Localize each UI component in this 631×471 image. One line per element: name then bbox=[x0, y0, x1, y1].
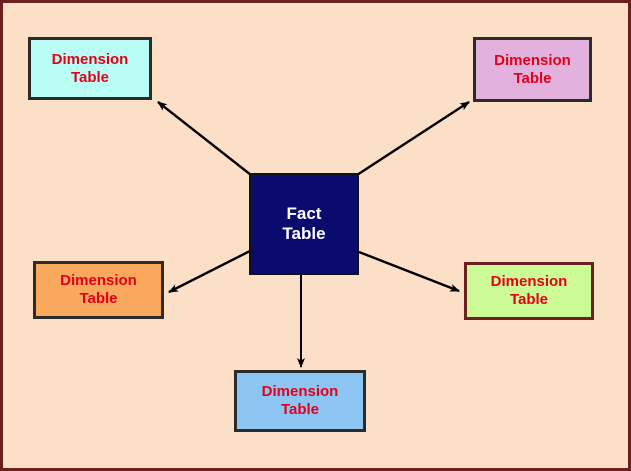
dimension-table-left-label-line2: Table bbox=[79, 290, 118, 307]
dimension-table-top-right-label-line1: Dimension bbox=[494, 51, 571, 69]
connector-fact-to-left bbox=[168, 249, 251, 294]
dimension-table-right[interactable]: Dimension Table bbox=[464, 262, 594, 320]
connector-fact-to-top-left bbox=[157, 101, 252, 176]
dimension-table-top-right[interactable]: Dimension Table bbox=[473, 37, 592, 102]
dimension-table-top-left[interactable]: Dimension Table bbox=[28, 37, 152, 100]
dimension-table-top-left-label-line1: Dimension bbox=[51, 50, 129, 68]
dimension-table-bottom[interactable]: Dimension Table bbox=[234, 370, 366, 432]
dimension-table-top-right-label-line2: Table bbox=[513, 69, 552, 87]
fact-table[interactable]: Fact Table bbox=[249, 173, 359, 275]
dimension-table-left-label-line1: Dimension bbox=[60, 272, 137, 290]
dimension-table-bottom-label-line2: Table bbox=[280, 401, 320, 418]
dimension-table-bottom-label-line1: Dimension bbox=[261, 383, 339, 401]
connector-fact-to-top-right bbox=[356, 100, 470, 177]
dimension-table-right-label-line1: Dimension bbox=[490, 273, 568, 291]
fact-table-label-line1: Fact bbox=[286, 203, 322, 223]
dimension-table-left[interactable]: Dimension Table bbox=[33, 261, 164, 319]
connector-fact-to-right bbox=[358, 250, 460, 293]
dimension-table-right-label-line2: Table bbox=[509, 291, 549, 308]
fact-table-label-line2: Table bbox=[282, 224, 326, 243]
dimension-table-top-left-label-line2: Table bbox=[70, 68, 110, 86]
